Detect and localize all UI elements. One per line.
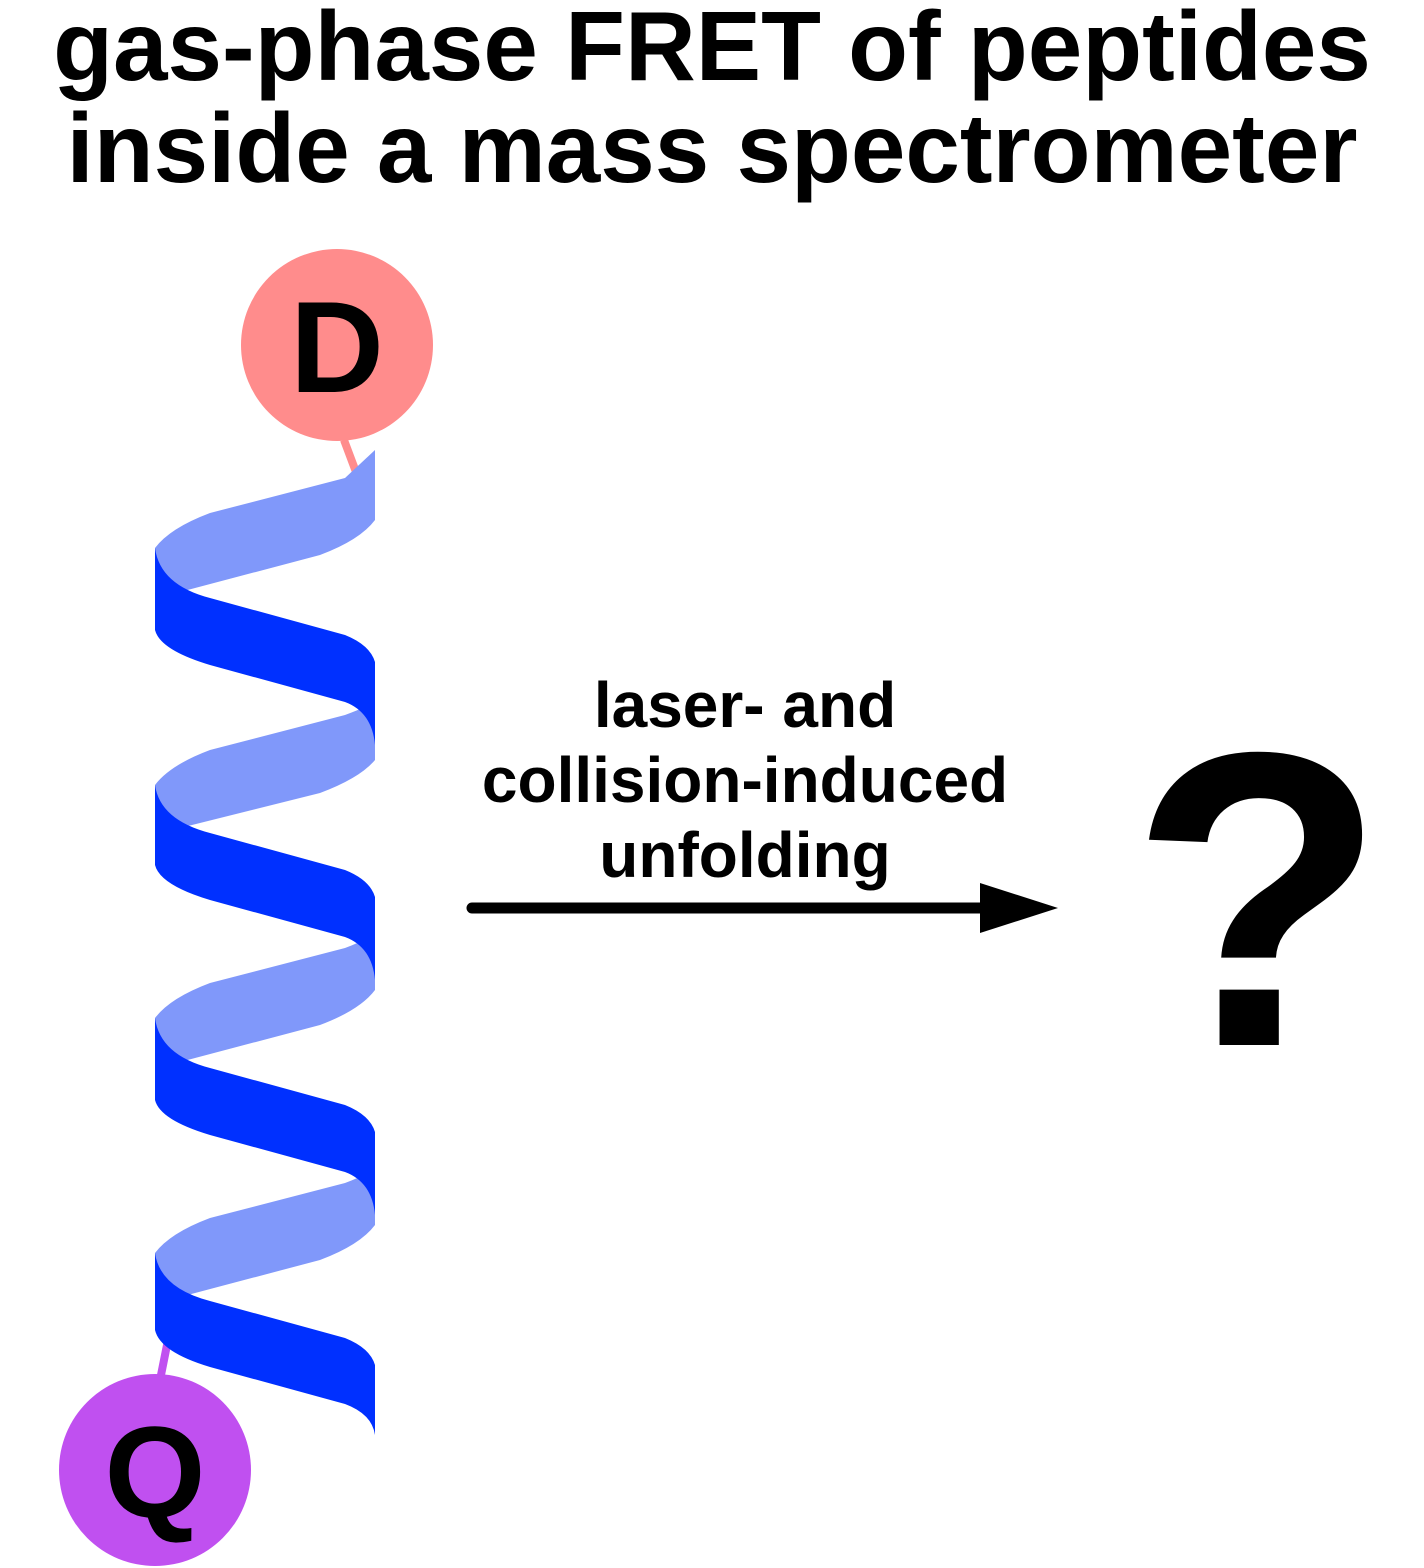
title-line-1: gas-phase FRET of peptides [53,0,1371,101]
quencher-circle [59,1374,251,1566]
unknown-result-question-mark: ? [1130,666,1387,1135]
title-line-2: inside a mass spectrometer [66,93,1358,203]
arrow-label-line-1: laser- and [593,669,897,741]
arrow-label: laser- and collision-induced unfolding [445,668,1045,893]
helix-back-strand [155,915,375,1062]
donor-linker [340,438,360,474]
helix-front-strand [155,785,375,980]
helix-front-strand [155,1018,375,1215]
helix-back-strands [155,450,375,1297]
helix-front-strand [155,1253,375,1435]
helix-front-strands [155,548,375,1435]
reaction-arrow-head [980,883,1058,933]
helix-back-strand [155,450,375,592]
helix-back-strand [155,680,375,828]
donor-label: D [290,274,384,420]
arrow-label-line-3: unfolding [599,819,891,891]
quencher-label: Q [104,1399,205,1545]
donor-circle [241,249,433,441]
helix-back-strand [155,1150,375,1297]
arrow-label-line-2: collision-induced [481,744,1009,816]
helix-front-strand [155,548,375,745]
